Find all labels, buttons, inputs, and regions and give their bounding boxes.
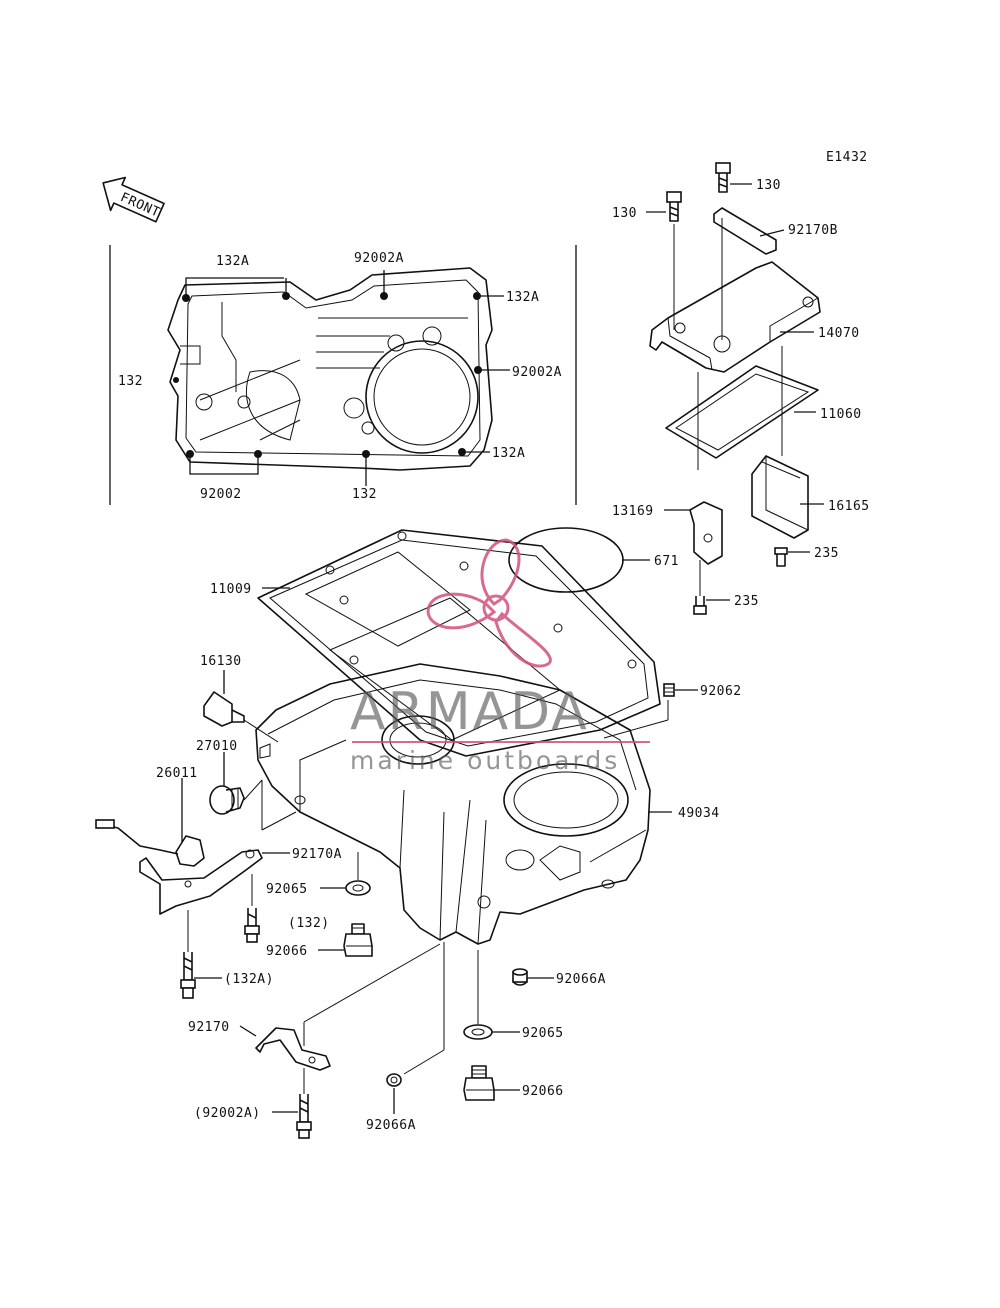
watermark-tagline: marine outboards xyxy=(350,746,620,775)
bolt-130-top xyxy=(715,162,731,193)
drain-plug-92066-upper xyxy=(343,923,373,957)
label-671: 671 xyxy=(654,554,679,569)
label-132-bottom: 132 xyxy=(352,487,377,502)
label-11060: 11060 xyxy=(820,407,862,422)
label-235-upper: 235 xyxy=(814,546,839,561)
label-16165: 16165 xyxy=(828,499,870,514)
bolt-132a-paren xyxy=(180,910,196,999)
screw-235-upper xyxy=(774,547,788,567)
oil-pan-top-view xyxy=(167,267,493,471)
sensor-26011 xyxy=(95,819,205,867)
label-92066-upper: 92066 xyxy=(266,944,308,959)
label-92002: 92002 xyxy=(200,487,242,502)
label-235-lower: 235 xyxy=(734,594,759,609)
label-92002a-right: 92002A xyxy=(512,365,562,380)
front-arrow-label: FRONT xyxy=(118,190,162,221)
armada-watermark: ARMADA marine outboards xyxy=(350,538,650,775)
plug-92062 xyxy=(663,683,675,697)
label-132a-top-left: 132A xyxy=(216,254,249,269)
module-16165 xyxy=(751,455,809,539)
label-130-left: 130 xyxy=(612,206,637,221)
label-132-left: 132 xyxy=(118,374,143,389)
label-92066a-right: 92066A xyxy=(556,972,606,987)
label-132a-right: 132A xyxy=(506,290,539,305)
label-92170: 92170 xyxy=(188,1020,230,1035)
sender-27010 xyxy=(209,785,245,815)
bolt-92002a-paren xyxy=(296,1068,312,1139)
watermark-brand: ARMADA xyxy=(350,682,589,742)
propeller-logo-icon xyxy=(426,538,552,668)
screw-235-lower xyxy=(693,596,707,615)
switch-16130 xyxy=(203,691,245,727)
label-92170b: 92170B xyxy=(788,223,838,238)
label-92002a-paren: (92002A) xyxy=(194,1106,261,1121)
label-16130: 16130 xyxy=(200,654,242,669)
cover-14070 xyxy=(649,261,821,373)
label-92065-lower: 92065 xyxy=(522,1026,564,1041)
label-13169: 13169 xyxy=(612,504,654,519)
oil-pan-49034 xyxy=(255,663,651,945)
part-labels: 130 130 92170B 14070 11060 16165 13169 2… xyxy=(118,178,870,1133)
front-arrow-icon: FRONT xyxy=(102,176,165,223)
label-92065-upper: 92065 xyxy=(266,882,308,897)
label-11009: 11009 xyxy=(210,582,252,597)
label-49034: 49034 xyxy=(678,806,720,821)
washer-92065-upper xyxy=(345,880,371,896)
diagram-code: E1432 xyxy=(826,150,868,165)
o-ring-671 xyxy=(508,527,624,593)
label-92062: 92062 xyxy=(700,684,742,699)
label-14070: 14070 xyxy=(818,326,860,341)
bolt-92170a-small xyxy=(244,908,260,943)
bracket-92170 xyxy=(255,1027,331,1071)
bracket-92170a xyxy=(139,849,263,915)
label-132a-bottom-right: 132A xyxy=(492,446,525,461)
label-92170a: 92170A xyxy=(292,847,342,862)
plug-92066a-right xyxy=(512,968,528,986)
label-130-top: 130 xyxy=(756,178,781,193)
plate-92170b xyxy=(713,207,777,255)
label-26011: 26011 xyxy=(156,766,198,781)
label-92066a-lower: 92066A xyxy=(366,1118,416,1133)
label-132-paren: (132) xyxy=(288,916,330,931)
gasket-11060 xyxy=(665,365,819,459)
plug-92066a-lower xyxy=(386,1073,402,1087)
label-92002a-top: 92002A xyxy=(354,251,404,266)
bracket-13169 xyxy=(689,501,723,565)
label-132a-paren: (132A) xyxy=(224,972,274,987)
label-92066-lower: 92066 xyxy=(522,1084,564,1099)
bolt-130-left xyxy=(666,191,682,222)
drain-plug-92066-lower xyxy=(463,1065,495,1101)
label-27010: 27010 xyxy=(196,739,238,754)
washer-92065-lower xyxy=(463,1024,493,1040)
